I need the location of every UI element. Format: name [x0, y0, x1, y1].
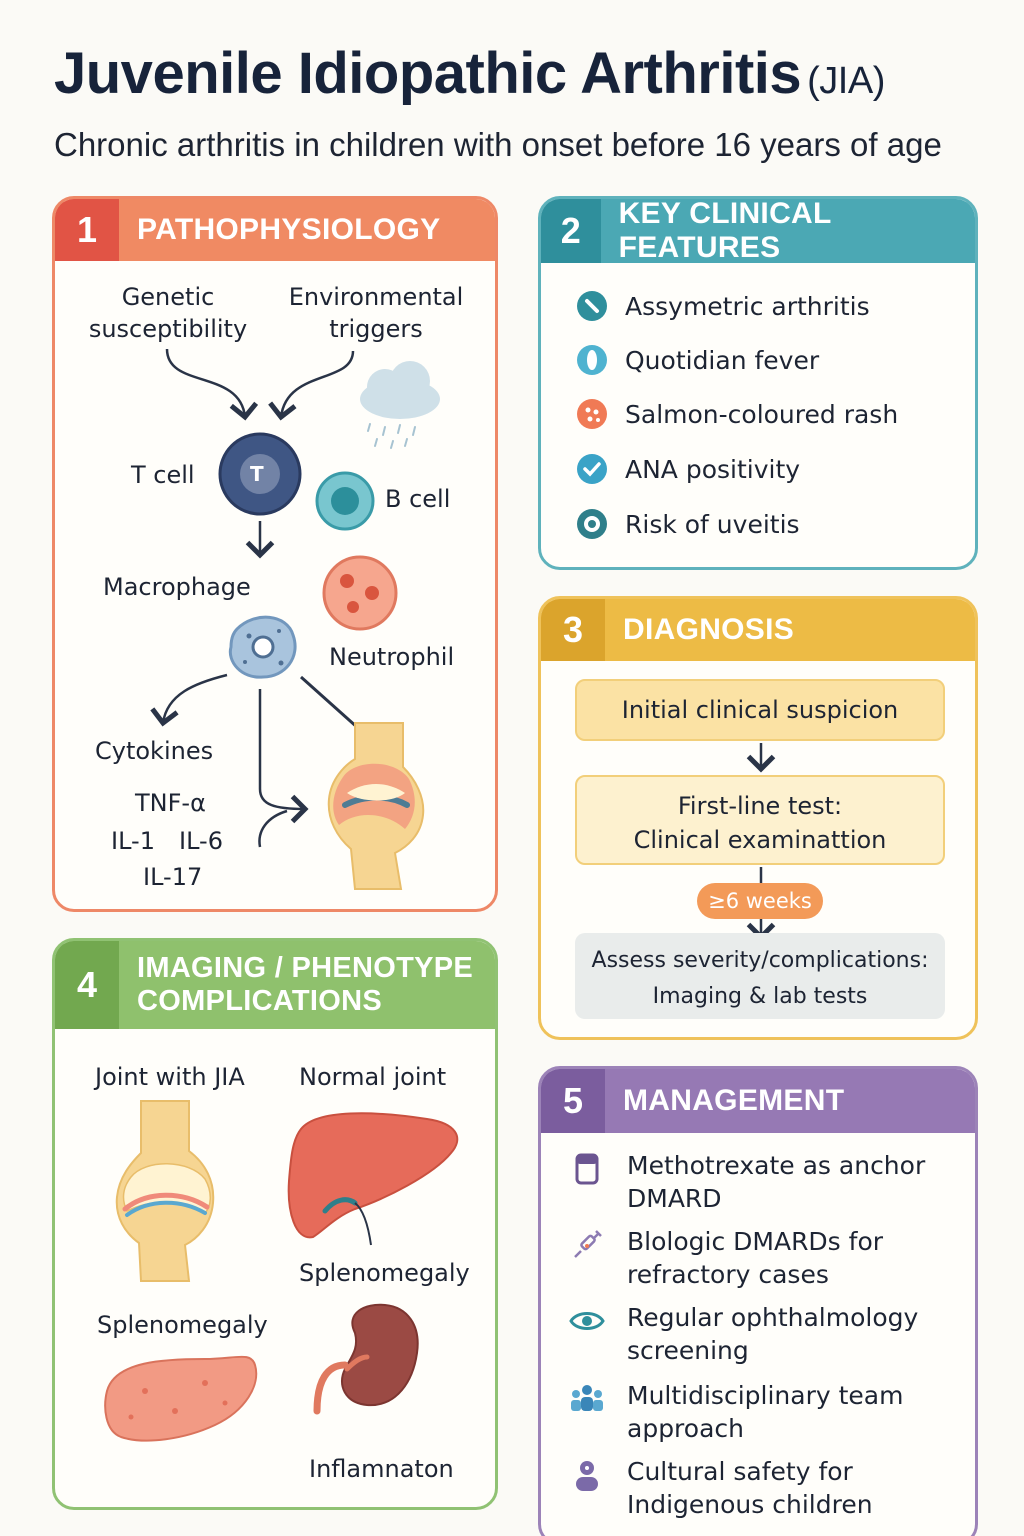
joint-arrow: [258, 689, 309, 824]
panel-number: 4: [55, 941, 119, 1029]
pathophysiology-diagram: [150, 348, 440, 890]
macrophage-icon: [228, 615, 297, 679]
t-cell-letter: T: [250, 462, 264, 486]
management-item: Regular ophthalmology screening: [569, 1301, 918, 1367]
t-cell-icon: [218, 432, 302, 516]
panel-number: 5: [541, 1069, 605, 1133]
splenomegaly-left-label: Splenomegaly: [97, 1311, 268, 1339]
panel-header: 4 IMAGING / PHENOTYPE COMPLICATIONS: [55, 941, 495, 1029]
diagnosis-panel: 3 DIAGNOSIS Initial clinical suspicion F…: [538, 596, 978, 1040]
joint-with-jia-label: Joint with JIA: [95, 1063, 245, 1091]
neutrophil-icon: [322, 555, 398, 631]
panel-title: DIAGNOSIS: [623, 612, 795, 646]
kidney-icon: [313, 1303, 419, 1415]
management-item: Multidisciplinary team approach: [569, 1379, 903, 1445]
panel-number: 2: [541, 199, 601, 263]
panel-title: MANAGEMENT: [623, 1083, 845, 1117]
feature-label: Quotidian fever: [625, 345, 820, 375]
management-item: Methotrexate as anchor DMARD: [569, 1149, 925, 1215]
diagnosis-step-assess-severity: Assess severity/complications: Imaging &…: [575, 933, 945, 1019]
team-icon: [571, 1385, 603, 1411]
panel-header: 2 KEY CLINICAL FEATURES: [541, 196, 975, 264]
b-cell-label: B cell: [385, 485, 451, 513]
feature-label: Assymetric arthritis: [625, 291, 870, 321]
feature-item: Assymetric arthritis: [577, 291, 870, 321]
tnf-alpha-label: TNF-α: [135, 789, 206, 817]
environmental-triggers-label: Environmental triggers: [288, 283, 464, 343]
management-label: Regular ophthalmology screening: [627, 1303, 919, 1365]
neutrophil-label: Neutrophil: [329, 643, 455, 671]
genetic-arrow: [165, 348, 259, 421]
t-cell-label: T cell: [131, 461, 195, 489]
feature-item: Risk of uveitis: [577, 509, 800, 539]
pathophysiology-panel: 1 PATHOPHYSIOLOGY Genetic susceptibility…: [52, 196, 498, 912]
management-label: Blologic DMARDs for refractory cases: [627, 1227, 884, 1289]
diagnosis-step-first-line-test: First-line test: Clinical examinattion: [575, 775, 945, 865]
environment-arrow: [268, 350, 355, 421]
management-label: Cultural safety for Indigenous children: [627, 1457, 873, 1519]
management-item: Blologic DMARDs for refractory cases: [569, 1225, 883, 1291]
rash-icon: [577, 399, 607, 429]
feature-label: ANA positivity: [625, 454, 801, 484]
inflammation-label: Inflamnaton: [309, 1455, 454, 1483]
title-text: Juvenile Idiopathic Arthritis: [54, 41, 802, 106]
inflamed-knee-icon: [327, 722, 425, 890]
cloud-icon: [360, 361, 440, 449]
b-cell-icon: [315, 471, 375, 531]
feature-label: Salmon-coloured rash: [625, 399, 899, 429]
page-title: Juvenile Idiopathic Arthritis(JIA): [54, 40, 885, 107]
panel-number: 1: [55, 199, 119, 261]
complications-illustrations: [104, 1100, 459, 1442]
imaging-complications-panel: 4 IMAGING / PHENOTYPE COMPLICATIONS Join…: [52, 938, 498, 1510]
macrophage-label: Macrophage: [103, 573, 251, 601]
panel-title: PATHOPHYSIOLOGY: [137, 212, 441, 246]
normal-joint-label: Normal joint: [299, 1063, 447, 1091]
panel-number: 3: [541, 599, 605, 661]
title-abbreviation: (JIA): [807, 60, 885, 102]
joint-icon: [577, 291, 607, 321]
genetic-susceptibility-label: Genetic susceptibility: [88, 283, 248, 343]
splenomegaly-right-label: Splenomegaly: [299, 1259, 470, 1287]
fever-icon: [577, 345, 607, 375]
panel-title: KEY CLINICAL FEATURES: [618, 196, 832, 264]
eye-icon: [569, 1312, 605, 1330]
feature-item: Quotidian fever: [577, 345, 819, 375]
feature-label: Risk of uveitis: [625, 509, 800, 539]
knee-joint-icon: [115, 1100, 215, 1282]
clinical-features-panel: 2 KEY CLINICAL FEATURES Assymetric arthr…: [538, 196, 978, 570]
il17-label: IL-17: [143, 863, 203, 891]
management-panel: 5 MANAGEMENT Methotrexate as anchor DMAR…: [538, 1066, 978, 1536]
panel-title: IMAGING / PHENOTYPE COMPLICATIONS: [137, 951, 474, 1017]
duration-badge: ≥6 weeks: [697, 883, 823, 919]
il-arrow: [258, 809, 288, 848]
il1-label: IL-1: [111, 827, 155, 855]
feature-item: Salmon-coloured rash: [577, 399, 898, 429]
cytokine-arrow: [150, 673, 228, 727]
management-label: Methotrexate as anchor DMARD: [627, 1151, 926, 1213]
person-icon: [576, 1461, 598, 1491]
syringe-icon: [574, 1230, 602, 1258]
liver-icon: [287, 1112, 459, 1246]
diagnosis-step-suspicion: Initial clinical suspicion: [575, 679, 945, 741]
management-item: Cultural safety for Indigenous children: [569, 1455, 873, 1521]
panel-header: 5 MANAGEMENT: [541, 1069, 975, 1133]
management-label: Multidisciplinary team approach: [627, 1381, 904, 1443]
feature-item: ANA positivity: [577, 454, 800, 484]
eye-icon: [577, 509, 607, 539]
spleen-icon: [104, 1355, 258, 1442]
panel-header: 3 DIAGNOSIS: [541, 599, 975, 661]
cytokines-label: Cytokines: [95, 737, 214, 765]
il6-label: IL-6: [179, 827, 223, 855]
pill-bottle-icon: [575, 1153, 599, 1185]
panel-header: 1 PATHOPHYSIOLOGY: [55, 199, 495, 261]
page-subtitle: Chronic arthritis in children with onset…: [54, 126, 942, 163]
check-icon: [577, 454, 607, 484]
